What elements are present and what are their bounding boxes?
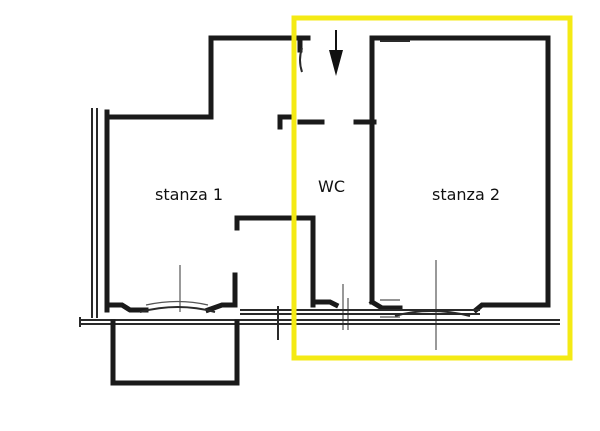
wc-walls [297,35,377,330]
label-stanza-1: stanza 1 [155,185,223,204]
label-stanza-2: stanza 2 [432,185,500,204]
stanza-1-walls [104,35,316,314]
stanza-2-walls [368,35,551,350]
door-swing [299,47,303,73]
highlight-box [291,15,573,361]
neighbor-walls [91,108,98,318]
label-wc: WC [318,177,345,196]
exterior-balcony [79,299,560,386]
arrow-down-icon [329,30,343,76]
